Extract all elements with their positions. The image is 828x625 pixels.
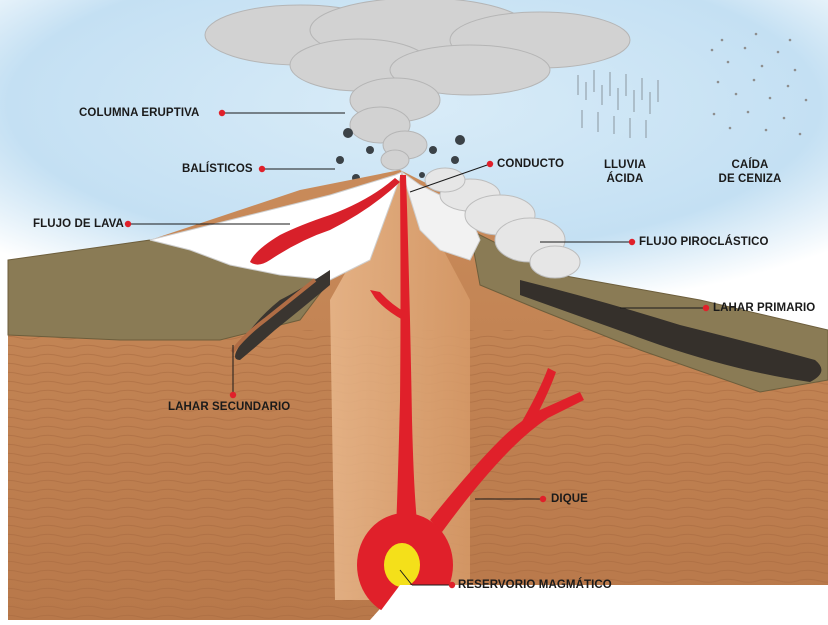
dot-flujo-lava	[125, 221, 131, 227]
dot-piroclastico	[629, 239, 635, 245]
dot-columna	[219, 110, 225, 116]
label-flujo-de-lava: FLUJO DE LAVA	[33, 217, 124, 231]
label-lluvia-acida-line1: LLUVIA	[590, 158, 660, 172]
label-lahar-primario: LAHAR PRIMARIO	[713, 301, 815, 315]
label-lahar-secundario: LAHAR SECUNDARIO	[168, 400, 290, 414]
dot-balisticos	[259, 166, 265, 172]
label-conducto: CONDUCTO	[497, 157, 564, 171]
label-balisticos: BALÍSTICOS	[182, 162, 253, 176]
label-lluvia-acida-line2: ÁCIDA	[590, 172, 660, 186]
label-caida-de-ceniza: CAÍDA DE CENIZA	[700, 158, 800, 186]
label-caida-line1: CAÍDA	[700, 158, 800, 172]
label-lluvia-acida: LLUVIA ÁCIDA	[590, 158, 660, 186]
label-reservorio-magmatico: RESERVORIO MAGMÁTICO	[458, 578, 612, 592]
dot-dique	[540, 496, 546, 502]
magma-reservoir-core	[384, 543, 420, 587]
label-caida-line2: DE CENIZA	[700, 172, 800, 186]
dot-reservorio	[449, 582, 455, 588]
dot-conducto	[487, 161, 493, 167]
dot-lahar-secundario	[230, 392, 236, 398]
label-columna-eruptiva: COLUMNA ERUPTIVA	[79, 106, 199, 120]
dot-lahar-primario	[703, 305, 709, 311]
label-dique: DIQUE	[551, 492, 588, 506]
label-flujo-piroclastico: FLUJO PIROCLÁSTICO	[639, 235, 769, 249]
